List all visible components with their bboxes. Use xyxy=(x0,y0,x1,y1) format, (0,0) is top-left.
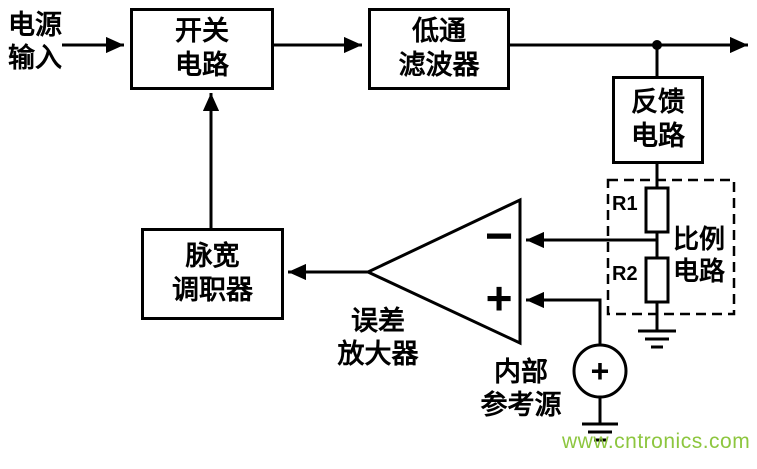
error-amplifier-label: 误差 放大器 xyxy=(325,305,431,371)
power-input-label: 电源 输入 xyxy=(4,9,66,75)
proportional-circuit-label-line2: 电路 xyxy=(672,255,725,286)
power-input-label-line2: 输入 xyxy=(8,42,62,73)
opamp-inverting-input-sign: − xyxy=(484,210,514,263)
ground-symbol-reference xyxy=(582,422,618,442)
proportional-circuit-label: 比例 电路 xyxy=(670,224,728,287)
resistor-r1 xyxy=(644,186,670,234)
pwm-modulator-label-line2: 调职器 xyxy=(172,275,253,305)
opamp-triangle xyxy=(364,197,522,346)
ground-symbol-divider xyxy=(638,329,676,349)
internal-reference-label-line1: 内部 xyxy=(494,357,548,387)
low-pass-filter-label-line1: 低通 xyxy=(412,16,466,47)
feedback-circuit-box: 反馈 电路 xyxy=(612,76,704,164)
proportional-circuit-label-line1: 比例 xyxy=(672,224,725,254)
reference-source-plus-sign: + xyxy=(590,353,610,389)
power-input-label-line1: 电源 xyxy=(8,10,62,40)
reference-to-opamp-arrow xyxy=(526,291,602,345)
proportional-dashed-box xyxy=(606,178,736,316)
low-pass-filter-box: 低通 滤波器 xyxy=(368,8,510,90)
feedback-circuit-label-line1: 反馈 xyxy=(631,87,685,118)
opamp-noninverting-input-sign: + xyxy=(485,272,513,324)
switch-circuit-label-line2: 电路 xyxy=(175,50,229,80)
switch-circuit-box: 开关 电路 xyxy=(130,8,274,90)
error-amplifier-label-line1: 误差 xyxy=(351,306,405,336)
low-pass-filter-label-line2: 滤波器 xyxy=(398,50,480,80)
pwm-modulator-box: 脉宽 调职器 xyxy=(141,228,284,320)
error-amplifier-label-line2: 放大器 xyxy=(337,338,419,369)
internal-reference-label-line2: 参考源 xyxy=(480,389,562,420)
switch-circuit-label-line1: 开关 xyxy=(175,16,229,47)
pwm-modulator-label-line1: 脉宽 xyxy=(185,241,240,272)
feedback-circuit-label-line2: 电路 xyxy=(631,121,685,151)
watermark-text: www.cntronics.com xyxy=(562,430,751,453)
internal-reference-label: 内部 参考源 xyxy=(473,356,569,422)
resistor-r2 xyxy=(644,256,670,304)
r2-label: R2 xyxy=(612,263,638,285)
r1-label: R1 xyxy=(612,193,638,215)
